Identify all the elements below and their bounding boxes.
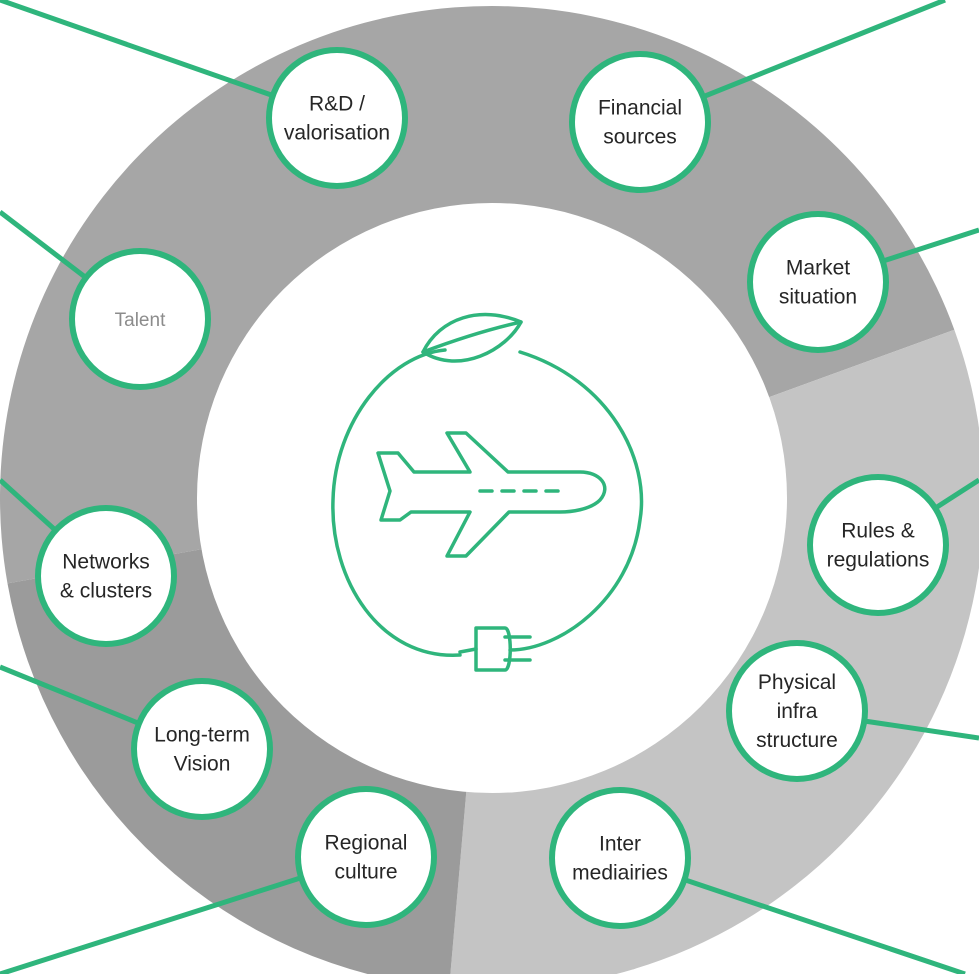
node-circle: [131, 678, 273, 820]
node-circle: [549, 787, 691, 929]
plug-cord-icon: [458, 647, 478, 654]
node-label-line: Financial: [598, 97, 682, 120]
node-circle: [69, 248, 211, 390]
node-label-line: structure: [756, 729, 838, 752]
node-label-line: infra: [777, 700, 818, 723]
node-intermediairies: Inter mediairies: [549, 787, 691, 929]
node-label-line: Market: [786, 257, 850, 280]
node-label-line: Physical: [758, 671, 836, 694]
node-financial-sources: Financial sources: [569, 51, 711, 193]
node-circle: [726, 640, 868, 782]
plug-body-icon: [474, 626, 512, 672]
node-label-line: culture: [334, 861, 397, 884]
cycle-arc-right-icon: [508, 350, 644, 652]
node-label-line: valorisation: [284, 122, 390, 145]
node-label-line: regulations: [827, 549, 930, 572]
node-label-line: Long-term: [154, 724, 250, 747]
node-label-line: situation: [779, 286, 857, 309]
node-rd-valorisation: R&D / valorisation: [266, 47, 408, 189]
leaf-vein-icon: [421, 320, 523, 354]
node-circle: [266, 47, 408, 189]
airplane-sustainability-icon: [331, 312, 644, 672]
node-label-line: mediairies: [572, 862, 668, 885]
node-label-line: Talent: [115, 310, 166, 331]
node-talent: Talent: [69, 248, 211, 390]
node-label-line: R&D /: [309, 93, 365, 116]
node-circle: [569, 51, 711, 193]
node-physical-infrastructure: Physical infra structure: [726, 640, 868, 782]
node-market-situation: Market situation: [747, 211, 889, 353]
airplane-body-icon: [376, 431, 607, 558]
node-label-line: & clusters: [60, 580, 152, 603]
node-label-line: Networks: [62, 551, 150, 574]
node-rules-regulations: Rules & regulations: [807, 474, 949, 616]
node-label-line: Regional: [325, 832, 408, 855]
center-disc: [197, 203, 787, 793]
node-label-line: sources: [603, 126, 677, 149]
node-label-line: Rules &: [841, 520, 915, 543]
node-circle: [295, 786, 437, 928]
node-circle: [807, 474, 949, 616]
node-label-line: Inter: [599, 833, 641, 856]
node-networks-clusters: Networks & clusters: [35, 505, 177, 647]
node-label-line: Vision: [174, 753, 231, 776]
cycle-arc-left-icon: [331, 348, 462, 657]
node-circle: [35, 505, 177, 647]
node-regional-culture: Regional culture: [295, 786, 437, 928]
node-circle: [747, 211, 889, 353]
